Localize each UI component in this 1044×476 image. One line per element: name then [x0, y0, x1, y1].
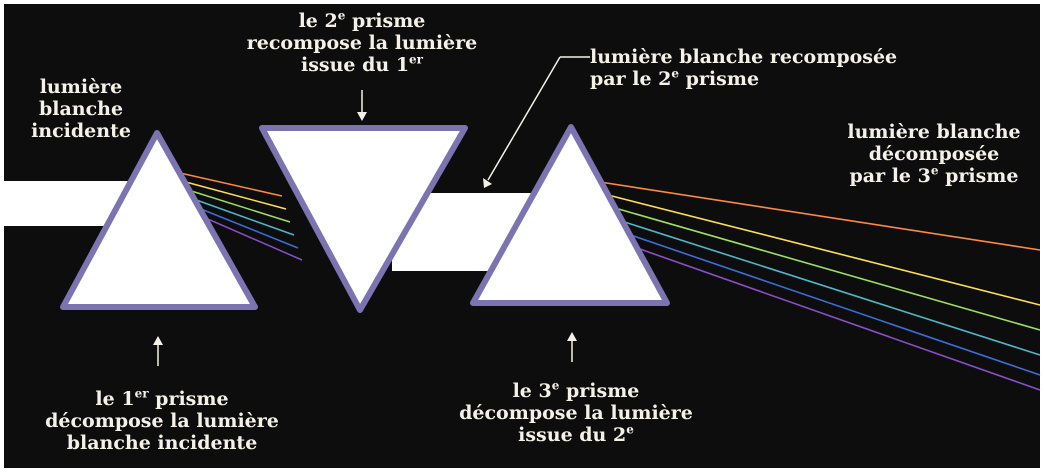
- second-top-line-1: le 2e prisme: [222, 10, 502, 32]
- label-decomposed-light: lumière blanche décomposée par le 3e pri…: [834, 121, 1034, 187]
- incident-line-3: incidente: [16, 120, 146, 142]
- second-top-line-3: issue du 1er: [222, 54, 502, 76]
- label-recomposed-light: lumière blanche recomposée par le 2e pri…: [590, 46, 950, 90]
- third-bottom-line-2: décompose la lumière: [436, 402, 716, 424]
- recomposed-line-2: par le 2e prisme: [590, 68, 950, 90]
- label-incident-light: lumière blanche incidente: [16, 76, 146, 142]
- label-second-prism: le 2e prisme recompose la lumière issue …: [222, 10, 502, 76]
- second-top-line-2: recompose la lumière: [222, 32, 502, 54]
- label-third-prism: le 3e prisme décompose la lumière issue …: [436, 380, 716, 446]
- first-bottom-line-1: le 1er prisme: [22, 388, 302, 410]
- decomposed-line-1: lumière blanche: [834, 121, 1034, 143]
- incident-line-1: lumière: [16, 76, 146, 98]
- label-first-prism: le 1er prisme décompose la lumière blanc…: [22, 388, 302, 454]
- first-bottom-line-2: décompose la lumière: [22, 410, 302, 432]
- first-bottom-line-3: blanche incidente: [22, 432, 302, 454]
- decomposed-line-3: par le 3e prisme: [834, 165, 1034, 187]
- decomposed-line-2: décomposée: [834, 143, 1034, 165]
- third-bottom-line-1: le 3e prisme: [436, 380, 716, 402]
- recomposed-line-1: lumière blanche recomposée: [590, 46, 950, 68]
- incident-line-2: blanche: [16, 98, 146, 120]
- third-bottom-line-3: issue du 2e: [436, 424, 716, 446]
